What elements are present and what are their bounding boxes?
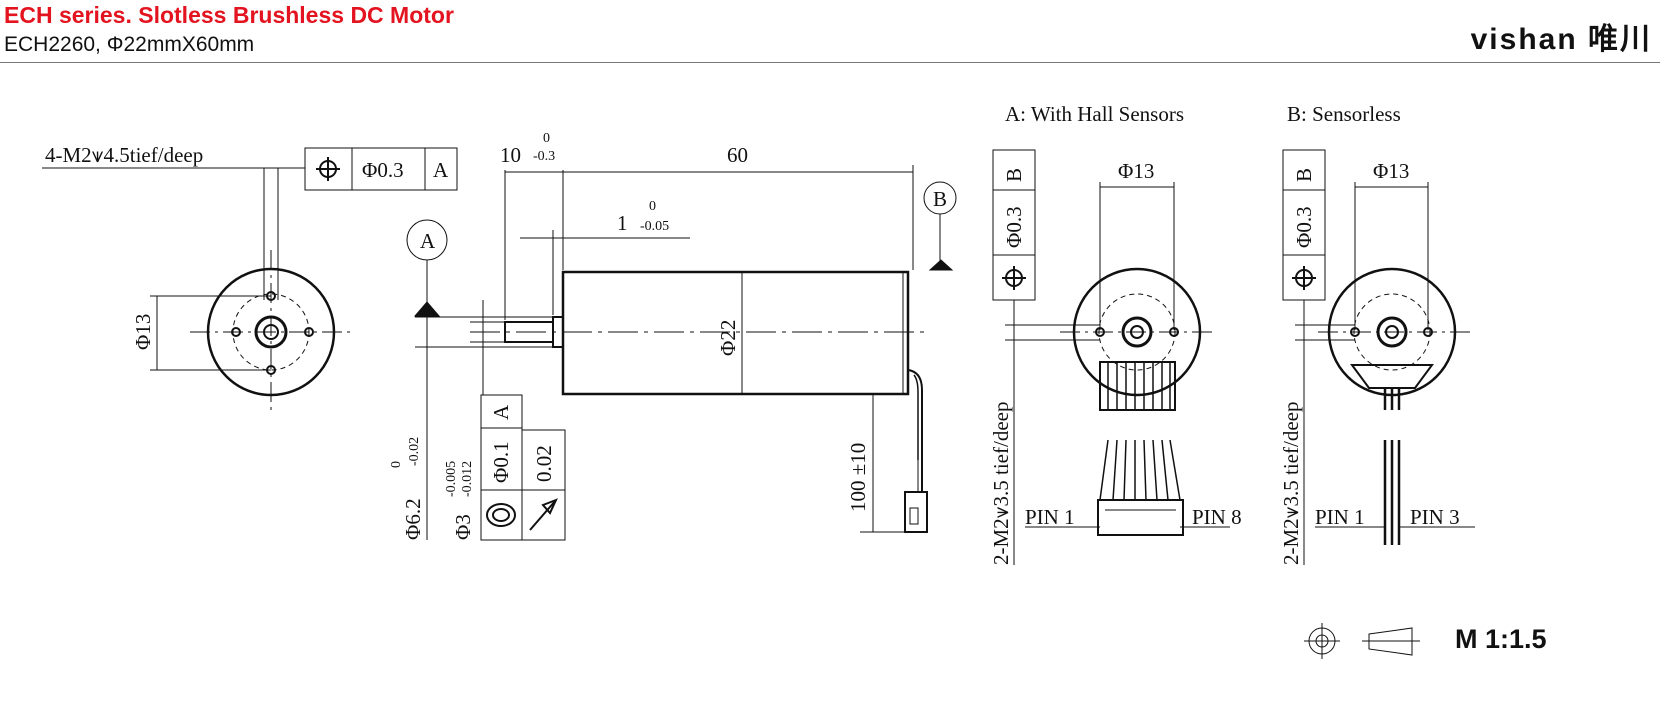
boss-tol-lower: -0.02 — [407, 437, 422, 466]
front-thread-note: 4-M2⩛4.5tief/deep — [45, 143, 203, 167]
view-b-thread-note: 2-M2⩛3.5 tief/deep — [1279, 402, 1303, 565]
datum-a: A — [420, 229, 436, 253]
boss-tol-upper: 0 — [389, 461, 404, 468]
connector — [904, 491, 928, 533]
page-title: ECH series. Slotless Brushless DC Motor — [4, 2, 454, 28]
view-a-label: A: With Hall Sensors — [1005, 102, 1184, 126]
front-fcf-tolerance: Φ0.3 — [362, 158, 404, 182]
concentricity-icon — [486, 503, 516, 527]
logo-text: vishan 唯川 — [1470, 23, 1652, 56]
boss-diameter: Φ6.2 — [401, 498, 425, 540]
view-a-pin-right: PIN 8 — [1192, 505, 1242, 529]
drawing-scale: M 1:1.5 — [1455, 624, 1547, 654]
view-b-pin-right: PIN 3 — [1410, 505, 1460, 529]
datum-b: B — [933, 187, 947, 211]
view-b-fcf-datum: B — [1292, 168, 1316, 182]
view-a-fcf-tolerance: Φ0.3 — [1002, 206, 1026, 248]
view-a-pin-left: PIN 1 — [1025, 505, 1075, 529]
front-fcf: Φ0.3 A — [304, 147, 458, 191]
flange-tol-upper: 0 — [649, 199, 656, 214]
view-a-connector — [1097, 499, 1184, 536]
concentricity-datum: A — [489, 404, 513, 420]
model-subtitle: ECH2260, Φ22mmX60mm — [4, 33, 255, 56]
front-fcf-datum: A — [433, 158, 449, 182]
view-b-label: B: Sensorless — [1287, 102, 1401, 126]
shaft-tol-upper: -0.005 — [444, 461, 459, 497]
shaft-length-tol-upper: 0 — [543, 131, 550, 146]
shaft-diameter: Φ3 — [451, 514, 475, 540]
header-divider — [0, 62, 1660, 63]
view-a-hall-sensors: A: With Hall Sensors B Φ0.3 2-M2⩛3.5 tie… — [989, 102, 1242, 565]
shaft-length: 10 — [500, 143, 521, 167]
runout-tolerance: 0.02 — [532, 445, 556, 482]
runout-arrow-icon — [529, 498, 558, 531]
runout-fcf: 0.02 — [521, 429, 566, 541]
view-b-sensorless: B: Sensorless B Φ0.3 2-M2⩛3.5 tief/deep … — [1279, 102, 1475, 565]
view-b-diameter: Φ13 — [1373, 159, 1409, 183]
view-b-pin-left: PIN 1 — [1315, 505, 1365, 529]
view-b-fcf: B Φ0.3 — [1282, 149, 1326, 301]
brand-logo: vishan 唯川 — [1471, 14, 1652, 58]
shaft-tol-lower: -0.012 — [460, 461, 475, 497]
view-a-diameter: Φ13 — [1118, 159, 1154, 183]
view-a-thread-note: 2-M2⩛3.5 tief/deep — [989, 402, 1013, 565]
front-view: 4-M2⩛4.5tief/deep Φ0.3 A Φ13 — [42, 143, 458, 412]
shaft-length-tol-lower: -0.3 — [533, 149, 555, 164]
view-a-fcf-datum: B — [1002, 168, 1026, 182]
view-a-fcf: B Φ0.3 — [992, 149, 1036, 301]
front-diameter: Φ13 — [131, 314, 155, 350]
body-length: 60 — [727, 143, 748, 167]
view-b-fcf-tolerance: Φ0.3 — [1292, 206, 1316, 248]
concentricity-fcf: A Φ0.1 — [480, 394, 523, 541]
projection-symbol-icon — [1304, 623, 1420, 659]
concentricity-tolerance: Φ0.1 — [489, 441, 513, 483]
flange-tol-lower: -0.05 — [640, 219, 669, 234]
flange-thickness: 1 — [617, 211, 628, 235]
body-diameter: Φ22 — [716, 320, 740, 356]
side-view: 10 0 -0.3 60 1 0 -0.05 A B Φ22 Φ6.2 0 -0… — [389, 131, 957, 541]
lead-length: 100 ±10 — [846, 443, 870, 512]
